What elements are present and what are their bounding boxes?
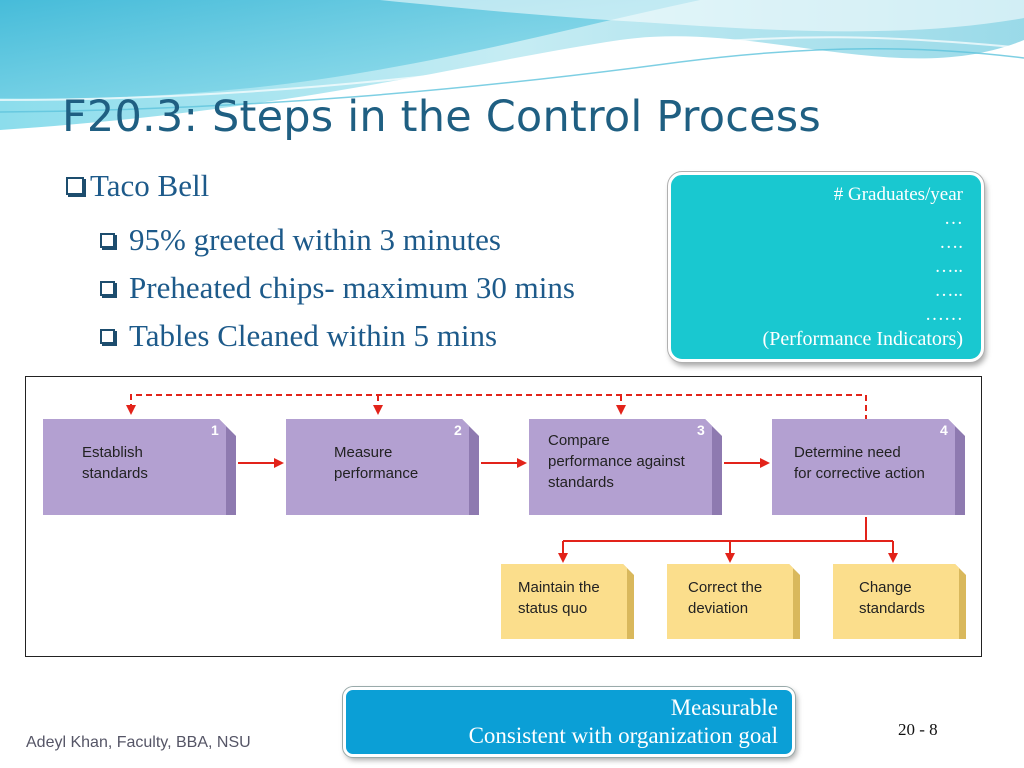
branch-arrows xyxy=(558,517,898,563)
action-label-line: standards xyxy=(859,600,925,617)
bullet-sub-1: 95% greeted within 3 minutes xyxy=(100,222,501,258)
action-box-2: Correct the deviation xyxy=(667,564,800,639)
callout-line: … xyxy=(944,208,963,229)
action-label-line: status quo xyxy=(518,600,587,617)
step-number: 3 xyxy=(697,422,705,438)
slide-footer: Adeyl Khan, Faculty, BBA, NSU xyxy=(26,734,251,751)
diagram-canvas: 1 Establish standards 2 Measure performa… xyxy=(43,394,966,639)
step-label-line: Establish xyxy=(82,444,143,461)
step-label-line: standards xyxy=(548,474,614,491)
slide-title: F20.3: Steps in the Control Process xyxy=(62,92,821,142)
action-label-line: Maintain the xyxy=(518,579,600,596)
page-number: 20 - 8 xyxy=(898,720,938,739)
bullet-sub-2: Preheated chips- maximum 30 mins xyxy=(100,270,575,306)
checkbox-bullet-icon xyxy=(100,280,115,296)
bullet-sub-text: Tables Cleaned within 5 mins xyxy=(129,318,498,353)
checkbox-bullet-icon xyxy=(100,232,115,248)
callout-line: ….. xyxy=(934,280,964,301)
step-label-line: performance xyxy=(334,465,418,482)
step-number: 4 xyxy=(940,422,948,438)
action-box-3: Change standards xyxy=(833,564,966,639)
feedback-loop-arrows xyxy=(126,394,867,441)
bullet-main: Taco Bell xyxy=(66,168,209,204)
criteria-callout: Measurable Consistent with organization … xyxy=(343,687,795,757)
step-box-2: 2 Measure performance xyxy=(286,419,479,515)
step-label-line: for corrective action xyxy=(794,465,925,482)
bullet-main-text: Taco Bell xyxy=(90,168,210,203)
criteria-line: Measurable xyxy=(670,695,778,720)
action-label-line: Change xyxy=(859,579,912,596)
callout-footer: (Performance Indicators) xyxy=(762,328,963,350)
step-label-line: performance against xyxy=(548,453,686,470)
criteria-line: Consistent with organization goal xyxy=(468,723,778,748)
callout-line: …… xyxy=(925,304,963,325)
step-label-line: Compare xyxy=(548,432,610,449)
callout-line: ….. xyxy=(934,256,964,277)
step-box-1: 1 Establish standards xyxy=(43,419,236,515)
step-number: 1 xyxy=(211,422,219,438)
action-label-line: Correct the xyxy=(688,579,762,596)
control-process-diagram: 1 Establish standards 2 Measure performa… xyxy=(25,376,982,657)
step-box-3: 3 Compare performance against standards xyxy=(529,419,722,515)
checkbox-bullet-icon xyxy=(100,328,115,344)
checkbox-bullet-icon xyxy=(66,177,84,195)
bullet-sub-text: Preheated chips- maximum 30 mins xyxy=(129,270,575,305)
action-label-line: deviation xyxy=(688,600,748,617)
callout-line: …. xyxy=(939,232,963,253)
step-label-line: Measure xyxy=(334,444,392,461)
step-label-line: Determine need xyxy=(794,444,901,461)
header-wave-decoration xyxy=(0,0,1024,130)
step-box-4: 4 Determine need for corrective action xyxy=(772,419,965,515)
bullet-sub-3: Tables Cleaned within 5 mins xyxy=(100,318,497,354)
bullet-sub-text: 95% greeted within 3 minutes xyxy=(129,222,501,257)
performance-indicators-callout: # Graduates/year … …. ….. ….. …… (Perfor… xyxy=(668,172,984,362)
feedback-arrow-1 xyxy=(126,394,867,441)
step-number: 2 xyxy=(454,422,462,438)
action-box-1: Maintain the status quo xyxy=(501,564,634,639)
step-label-line: standards xyxy=(82,465,148,482)
callout-line: # Graduates/year xyxy=(833,184,963,205)
